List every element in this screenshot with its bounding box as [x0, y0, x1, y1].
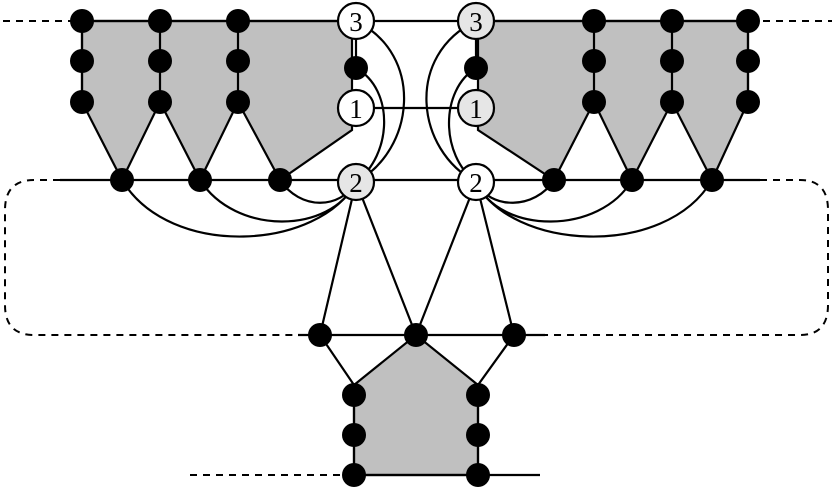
- right-vertex-2: 2: [456, 162, 496, 202]
- right-vertex-1-label: 1: [469, 94, 483, 124]
- shaded-faces: [80, 19, 750, 477]
- vertex: [110, 168, 134, 192]
- vertex: [342, 383, 366, 407]
- vertex: [308, 323, 332, 347]
- vertex: [466, 463, 490, 487]
- left-vertex-1-label: 1: [349, 94, 363, 124]
- bottom-shaded-face: [352, 333, 480, 477]
- right-vertex-3-label: 3: [469, 7, 483, 37]
- vertex: [502, 323, 526, 347]
- vertex: [660, 49, 684, 73]
- vertex: [466, 423, 490, 447]
- left-vertex-3: 3: [336, 1, 376, 41]
- labeled-vertices: 3 1 2 3 1 2: [336, 1, 496, 202]
- right-vertex-2-label: 2: [469, 168, 483, 198]
- right-vertex-1: 1: [456, 88, 496, 128]
- left-shaded-face: [80, 19, 354, 183]
- vertex: [466, 383, 490, 407]
- vertex: [148, 49, 172, 73]
- vertex: [70, 90, 94, 114]
- vertex: [582, 49, 606, 73]
- vertex: [342, 463, 366, 487]
- left-vertex-2-label: 2: [349, 168, 363, 198]
- left-vertex-1: 1: [336, 88, 376, 128]
- vertex: [344, 56, 368, 80]
- right-vertex-3: 3: [456, 1, 496, 41]
- vertex: [226, 49, 250, 73]
- dashed-boundaries: [3, 20, 832, 476]
- vertex: [70, 9, 94, 33]
- vertex: [404, 323, 428, 347]
- vertices: [70, 9, 760, 487]
- vertex: [582, 90, 606, 114]
- vertex: [464, 56, 488, 80]
- vertex: [620, 168, 644, 192]
- vertex: [226, 90, 250, 114]
- vertex: [148, 9, 172, 33]
- left-vertex-2: 2: [336, 162, 376, 202]
- vertex: [736, 9, 760, 33]
- vertex: [268, 168, 292, 192]
- vertex: [188, 168, 212, 192]
- vertex: [700, 168, 724, 192]
- vertex: [736, 90, 760, 114]
- right-shaded-face: [476, 19, 750, 183]
- vertex: [582, 9, 606, 33]
- vertex: [70, 49, 94, 73]
- vertex: [148, 90, 172, 114]
- vertex: [342, 423, 366, 447]
- vertex: [226, 9, 250, 33]
- vertex: [736, 49, 760, 73]
- vertex: [660, 9, 684, 33]
- vertex: [660, 90, 684, 114]
- vertex: [542, 168, 566, 192]
- left-vertex-3-label: 3: [349, 7, 363, 37]
